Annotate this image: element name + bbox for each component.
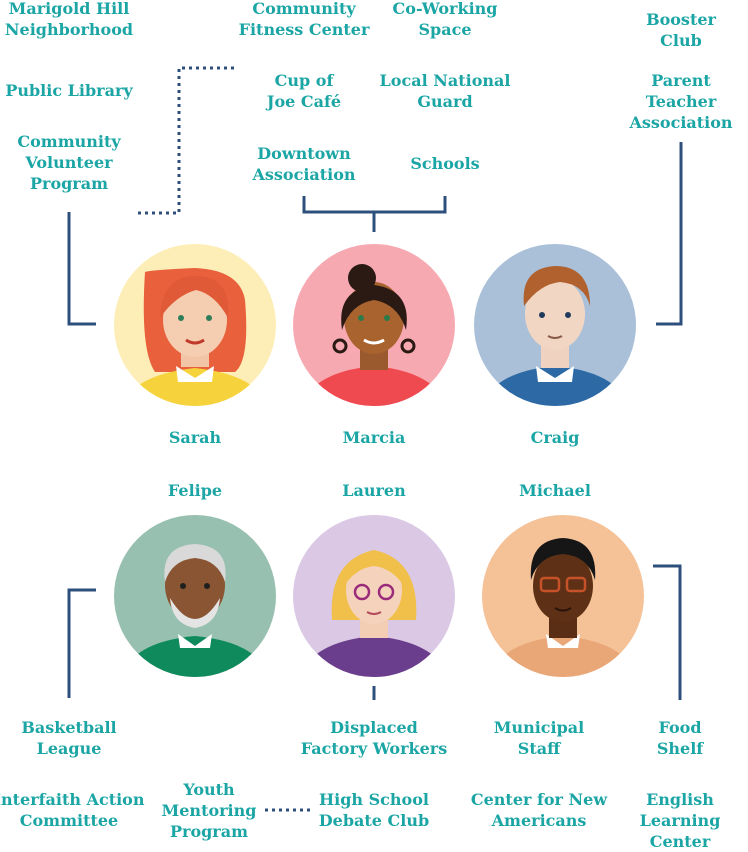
dotted-connector-sarah-fitness	[138, 66, 238, 215]
group-booster-club: Booster Club	[646, 10, 716, 50]
group-coworking-space: Co-Working Space	[392, 0, 498, 39]
person-name-craig: Craig	[530, 428, 580, 447]
group-schools: Schools	[410, 154, 480, 173]
person-name-michael: Michael	[519, 481, 591, 500]
sarah-avatar	[114, 244, 276, 406]
person-name-felipe: Felipe	[167, 481, 223, 500]
group-english-center: English Learning Center	[639, 790, 721, 851]
connector-marcia-bracket	[302, 196, 447, 232]
group-cafe: Cup of Joe Café	[266, 71, 342, 111]
group-youth-mentoring: Youth Mentoring Program	[161, 780, 257, 841]
group-public-library: Public Library	[5, 81, 133, 100]
group-municipal-staff: Municipal Staff	[493, 718, 585, 758]
connector-michael	[653, 564, 682, 700]
felipe-avatar	[114, 515, 276, 677]
group-food-shelf: Food Shelf	[656, 718, 704, 758]
connector-marcia	[302, 196, 447, 214]
group-marigold-hill: Marigold Hill Neighborhood	[4, 0, 134, 39]
group-pta: Parent Teacher Association	[629, 71, 733, 132]
connector-felipe	[67, 588, 96, 698]
group-debate-club: High School Debate Club	[318, 790, 430, 830]
group-national-guard: Local National Guard	[379, 71, 511, 111]
group-downtown-association: Downtown Association	[252, 144, 356, 184]
person-name-sarah: Sarah	[168, 428, 222, 447]
connector-craig	[656, 142, 683, 326]
lauren-avatar	[293, 515, 455, 677]
person-name-marcia: Marcia	[342, 428, 406, 447]
connector-sarah	[67, 212, 96, 326]
group-interfaith-committee: Interfaith Action Committee	[0, 790, 145, 830]
marcia-avatar	[293, 244, 455, 406]
group-new-americans: Center for New Americans	[470, 790, 608, 830]
group-displaced-workers: Displaced Factory Workers	[300, 718, 448, 758]
group-basketball-league: Basketball League	[21, 718, 117, 758]
michael-avatar	[482, 515, 644, 677]
group-fitness-center: Community Fitness Center	[238, 0, 370, 39]
craig-avatar	[474, 244, 636, 406]
person-name-lauren: Lauren	[342, 481, 406, 500]
group-volunteer-program: Community Volunteer Program	[17, 132, 121, 193]
